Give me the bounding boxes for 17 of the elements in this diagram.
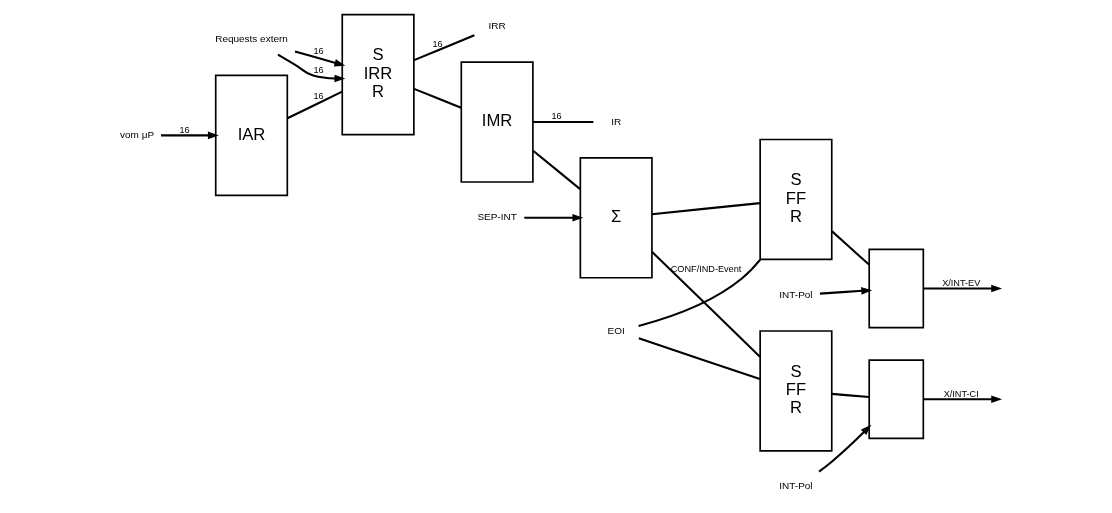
edge-label: 16 [431,38,443,49]
node-text: IR [610,115,621,127]
edge-label: 16 [178,124,190,135]
edge-label: 16 [312,91,324,102]
edge-label: CONF/IND-Event [670,263,741,274]
node-text: INT-Pol [778,480,813,492]
node-text: IRR [488,19,506,31]
node-text: EOI [607,324,625,336]
node-text: INT-Pol [778,288,813,300]
edge-label: 16 [312,46,324,57]
node-text: vom μP [119,128,154,140]
node-text: SEP-INT [476,211,517,223]
edge-label: X/INT-CI [943,388,979,399]
edge-label: 16 [312,64,324,75]
edge-label: 16 [551,111,562,122]
edge-label: X/INT-EV [941,277,980,288]
node-text: Requests extern [214,33,288,45]
